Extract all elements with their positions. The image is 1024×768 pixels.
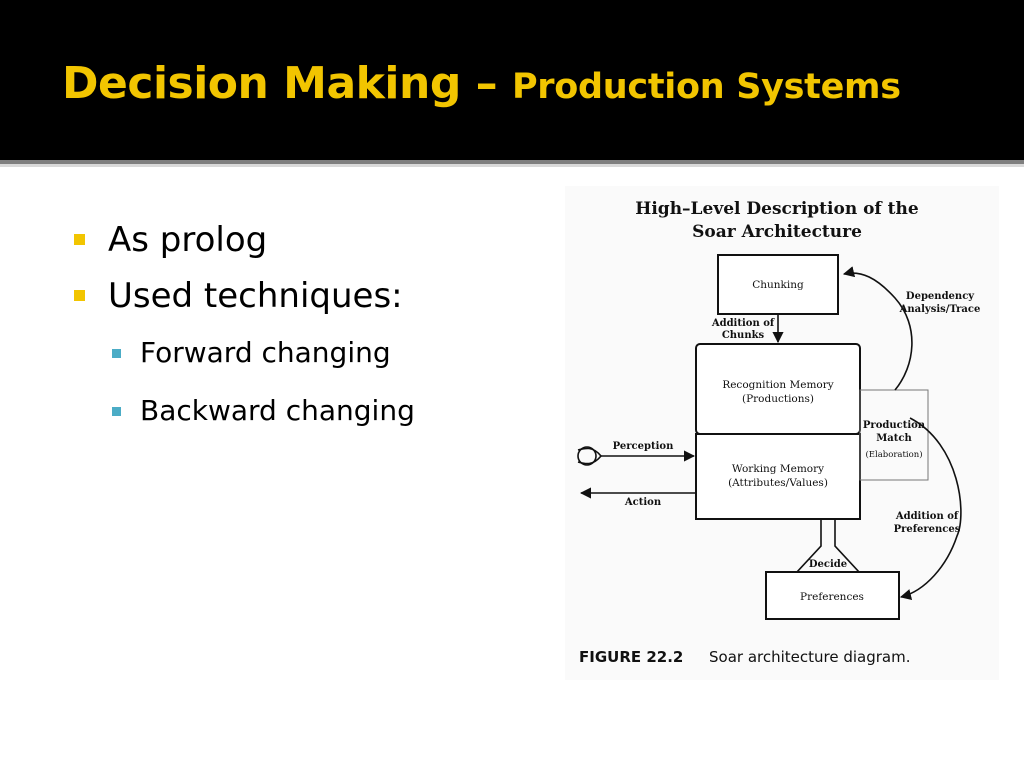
production-match-label-3: (Elaboration) [865, 449, 922, 460]
production-match-label-2: Match [876, 433, 912, 444]
slide-title-sub: Production Systems [511, 67, 901, 107]
production-match-label-1: Production [863, 420, 926, 431]
bullet-list: As prolog Used techniques: Forward chang… [74, 212, 415, 440]
recognition-memory-label-2: (Productions) [742, 393, 814, 405]
production-match-box [859, 389, 929, 481]
title-divider [0, 160, 1024, 164]
sub-bullet-item: Forward changing [74, 324, 415, 382]
bullet-text: As prolog [108, 220, 268, 260]
soar-diagram: High–Level Description of the Soar Archi… [577, 199, 981, 666]
chunking-label: Chunking [752, 279, 804, 291]
slide-title-main: Decision Making – [62, 58, 512, 109]
bullet-text: Used techniques: [108, 276, 403, 316]
figure-caption-number: FIGURE 22.2 [579, 648, 683, 666]
working-memory-label-1: Working Memory [732, 463, 824, 475]
figure-title-line2: Soar Architecture [692, 222, 862, 242]
title-divider-light [0, 164, 1024, 167]
soar-architecture-figure: High–Level Description of the Soar Archi… [565, 186, 999, 680]
addition-prefs-label-2: Preferences [894, 524, 961, 535]
addition-prefs-label-1: Addition of [895, 511, 959, 522]
sub-bullet-text: Backward changing [140, 394, 415, 427]
bullet-item: Used techniques: [74, 268, 415, 324]
recognition-memory-label-1: Recognition Memory [722, 379, 833, 391]
figure-title-line1: High–Level Description of the [635, 199, 919, 219]
addition-of-chunks-label-2: Chunks [722, 330, 765, 341]
perception-label: Perception [613, 441, 674, 452]
figure-caption-text: Soar architecture diagram. [709, 648, 911, 666]
bullet-square-icon [74, 290, 85, 301]
dependency-analysis-arrow [842, 266, 913, 391]
preferences-label: Preferences [800, 591, 864, 603]
sub-bullet-text: Forward changing [140, 336, 391, 369]
addition-of-preferences-arrow [899, 417, 962, 600]
decide-label: Decide [809, 559, 847, 570]
working-memory-label-2: (Attributes/Values) [728, 477, 828, 489]
action-label: Action [624, 497, 662, 508]
eye-icon-lid [577, 447, 603, 465]
working-memory-box [695, 433, 861, 520]
sub-bullet-item: Backward changing [74, 382, 415, 440]
dependency-label-1: Dependency [906, 291, 975, 302]
bullet-item: As prolog [74, 212, 415, 268]
preferences-box [765, 571, 900, 620]
slide-title: Decision Making – Production Systems [62, 62, 901, 106]
dependency-label-2: Analysis/Trace [899, 304, 981, 315]
sub-bullet-square-icon [112, 349, 121, 358]
sub-bullet-square-icon [112, 407, 121, 416]
title-bar [0, 0, 1024, 160]
eye-icon [577, 446, 597, 466]
addition-of-chunks-label-1: Addition of [711, 318, 775, 329]
bullet-square-icon [74, 234, 85, 245]
chunking-box [717, 254, 839, 315]
